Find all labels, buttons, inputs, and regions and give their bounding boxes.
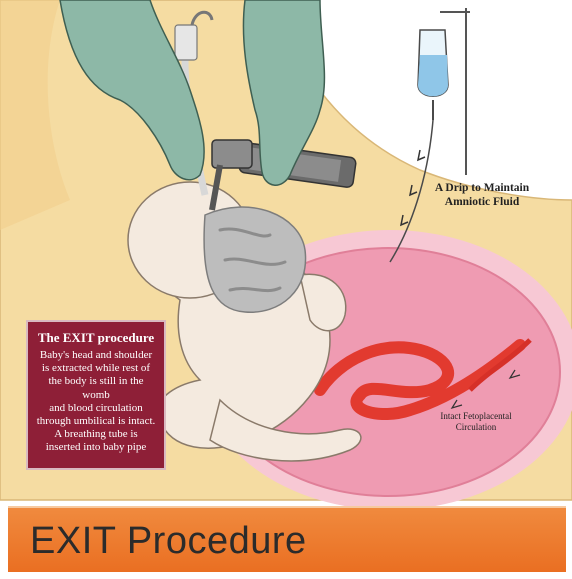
info-box-line: A breathing tube is (54, 428, 137, 440)
drip-label-line: A Drip to Maintain (418, 181, 546, 195)
drip-label: A Drip to Maintain Amniotic Fluid (418, 181, 546, 209)
info-box-line: inserted into baby pipe (46, 441, 147, 453)
info-box: The EXIT procedure Baby's head and shoul… (26, 320, 166, 470)
info-box-line: is extracted while rest of (42, 362, 150, 374)
banner-title: EXIT Procedure (30, 520, 307, 563)
title-banner: EXIT Procedure (8, 506, 566, 572)
info-box-body: Baby's head and shoulder is extracted wh… (34, 349, 158, 455)
info-box-line: Baby's head and shoulder (40, 349, 152, 361)
info-box-line: through umbilical is intact. (37, 415, 156, 427)
circulation-label-line: Circulation (421, 422, 531, 433)
drip-arrow-icon (418, 150, 425, 160)
face-gauze (204, 207, 305, 312)
circulation-label: Intact Fetoplacental Circulation (421, 411, 531, 433)
drip-label-line: Amniotic Fluid (418, 195, 546, 209)
info-box-title: The EXIT procedure (34, 330, 158, 345)
tube-connector (175, 25, 197, 60)
circulation-label-line: Intact Fetoplacental (421, 411, 531, 422)
info-box-line: and blood circulation (49, 402, 142, 414)
info-box-line: the body is still in the womb (48, 375, 143, 400)
